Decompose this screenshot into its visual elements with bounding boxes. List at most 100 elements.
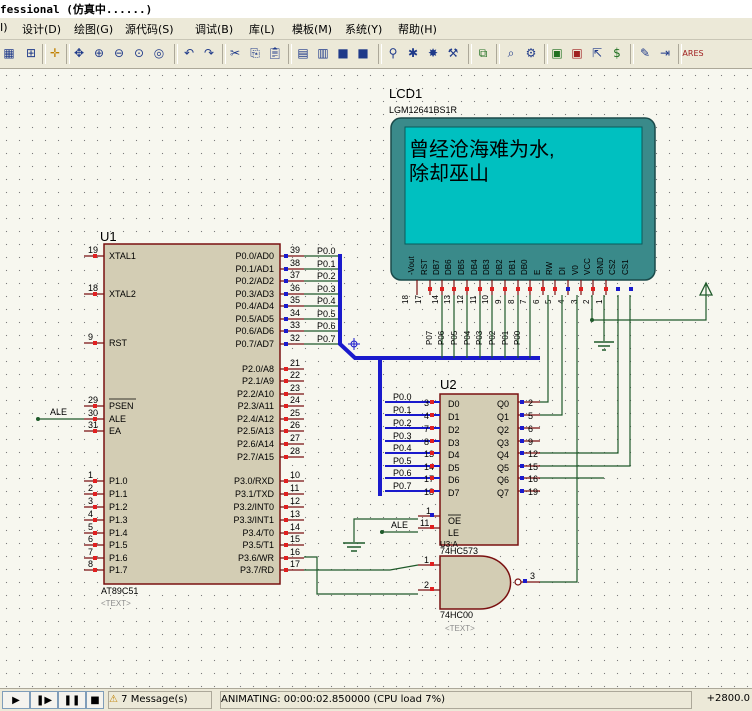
- zoom-all-icon[interactable]: ⊙: [133, 46, 145, 60]
- ares-icon[interactable]: ARES: [682, 48, 704, 58]
- redo-icon[interactable]: ↷: [203, 46, 215, 60]
- lcd-pin-name: DB1: [508, 259, 517, 275]
- pin-state: [503, 287, 507, 291]
- lcd-bus-label: P03: [475, 330, 484, 345]
- pin-state: [430, 525, 434, 529]
- message-count[interactable]: ⚠ 7 Message(s): [108, 691, 212, 709]
- message-count-text: 7 Message(s): [121, 694, 188, 705]
- u1-pin-name: P3.4/T0: [242, 528, 274, 538]
- menu-item-1[interactable]: 设计(D): [22, 23, 62, 36]
- q-wire: [540, 295, 563, 416]
- pin-state: [93, 505, 97, 509]
- junction: [590, 318, 594, 322]
- u2-body: [439, 393, 519, 546]
- menu-item-6[interactable]: 模板(M): [292, 23, 333, 36]
- u1-pin-name: P2.4/A12: [237, 414, 274, 424]
- u1-pin-name: P0.4/AD4: [235, 301, 274, 311]
- u1-pin-name: P1.2: [109, 502, 128, 512]
- pin-state: [465, 287, 469, 291]
- remove-sheet-icon[interactable]: ▣: [571, 46, 583, 60]
- u1-ref: U1: [100, 229, 117, 244]
- lcd-line-2: 除却巫山: [409, 162, 489, 185]
- u2-net-label: P0.0: [393, 392, 412, 402]
- u1-pin-number: 5: [88, 522, 93, 532]
- pin-state: [520, 464, 524, 468]
- menu-item-4[interactable]: 调试(B): [195, 23, 234, 36]
- u2-pin-number: 17: [424, 474, 434, 484]
- new-sheet-icon[interactable]: ▣: [551, 46, 563, 60]
- make-device-icon[interactable]: ✱: [407, 46, 419, 60]
- lcd-bus-label: P02: [488, 330, 497, 345]
- erc-report-icon[interactable]: ✎: [639, 46, 651, 60]
- copy-icon[interactable]: ⎘: [250, 45, 260, 60]
- bill-of-materials-icon[interactable]: $: [613, 46, 621, 60]
- pick-device-icon[interactable]: ⚲: [388, 46, 398, 60]
- grid-icon[interactable]: ⊞: [25, 46, 37, 60]
- u2-pin-name: Q4: [497, 450, 509, 460]
- menu-item-0[interactable]: I): [0, 21, 8, 34]
- lcd-pin-number: 14: [431, 295, 440, 304]
- block-move-icon[interactable]: ▥: [317, 46, 329, 60]
- pan-icon[interactable]: ✥: [73, 46, 85, 60]
- decompose-icon[interactable]: ⚒: [447, 46, 459, 60]
- u1-pin-number: 18: [88, 283, 98, 293]
- stop-button[interactable]: ■: [86, 691, 104, 709]
- u1-pin-number: 38: [290, 258, 300, 268]
- junction: [380, 530, 384, 534]
- u1-pin-number: 37: [290, 270, 300, 280]
- junction: [36, 417, 40, 421]
- u1-pin-name: P1.1: [109, 489, 128, 499]
- u1-pin-number: 6: [88, 534, 93, 544]
- menu-item-3[interactable]: 源代码(S): [125, 23, 174, 36]
- u1-pin-name: P1.3: [109, 515, 128, 525]
- u1-body: [103, 243, 281, 585]
- u1-pin-number: 10: [290, 470, 300, 480]
- zoom-area-icon[interactable]: ◎: [153, 46, 165, 60]
- u2-pin-number: 11: [420, 518, 429, 528]
- q-wire: [540, 295, 549, 403]
- u1-pin-number: 30: [88, 408, 98, 418]
- u2-pin-number: 8: [424, 437, 429, 447]
- menu-item-5[interactable]: 库(L): [249, 23, 275, 36]
- menu-item-2[interactable]: 绘图(G): [74, 23, 114, 36]
- wire-autorouter-icon[interactable]: ⧉: [478, 45, 488, 60]
- pin-state: [284, 392, 288, 396]
- step-button[interactable]: ❚▶: [30, 691, 58, 709]
- lcd-pin-number: 2: [582, 299, 591, 304]
- u2-pin-name: D0: [448, 399, 460, 409]
- block-rotate-icon[interactable]: ■: [337, 46, 349, 60]
- block-delete-icon[interactable]: ■: [357, 46, 369, 60]
- property-tool-icon[interactable]: ⚙: [525, 46, 537, 60]
- pin-state: [553, 287, 557, 291]
- pin-state: [93, 479, 97, 483]
- zoom-in-icon[interactable]: ⊕: [93, 46, 105, 60]
- search-icon[interactable]: ⌕: [507, 45, 515, 60]
- pin-state: [284, 317, 288, 321]
- menu-item-7[interactable]: 系统(Y): [345, 23, 383, 36]
- u1-net-label: P0.0: [317, 246, 336, 256]
- undo-icon[interactable]: ↶: [183, 46, 195, 60]
- packaging-icon[interactable]: ✸: [427, 46, 439, 60]
- zoom-out-icon[interactable]: ⊖: [113, 46, 125, 60]
- pin-state: [430, 562, 434, 566]
- origin-icon[interactable]: ✛: [49, 46, 61, 60]
- cut-icon[interactable]: ✂: [229, 46, 241, 60]
- lcd-pin-name: V0: [571, 265, 580, 275]
- grid-toggle-icon[interactable]: ▦: [3, 46, 15, 60]
- exit-to-parent-icon[interactable]: ⇱: [591, 46, 603, 60]
- play-button[interactable]: ▶: [2, 691, 30, 709]
- pin-state: [284, 329, 288, 333]
- pin-state: [93, 556, 97, 560]
- pin-state: [93, 341, 97, 345]
- lcd-pin-number: 8: [507, 299, 516, 304]
- block-copy-icon[interactable]: ▤: [297, 46, 309, 60]
- pin-state: [629, 287, 633, 291]
- netlist-icon[interactable]: ⇥: [659, 46, 671, 60]
- pin-state: [284, 429, 288, 433]
- pause-button[interactable]: ❚❚: [58, 691, 86, 709]
- paste-icon[interactable]: 📋︎: [267, 46, 283, 60]
- pin-state: [284, 568, 288, 572]
- menu-item-8[interactable]: 帮助(H): [398, 23, 437, 36]
